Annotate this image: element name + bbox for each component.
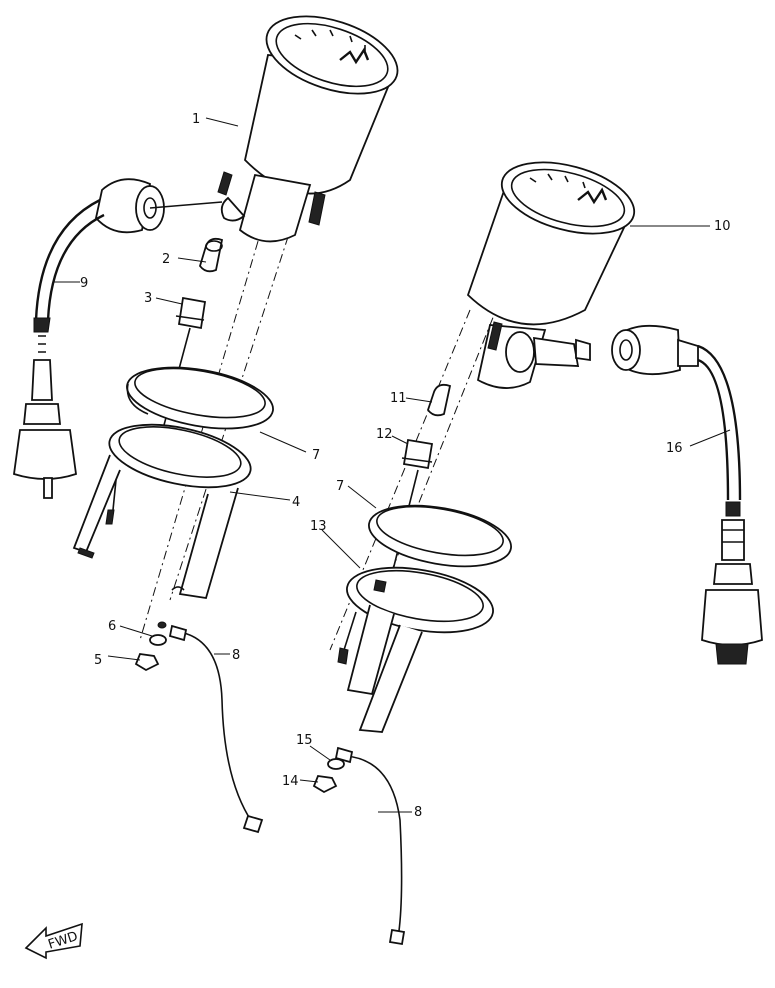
bulb-12 xyxy=(387,438,434,591)
callout-8-right: 8 xyxy=(414,805,422,820)
meter-10 xyxy=(466,161,636,389)
nut-5 xyxy=(134,653,160,672)
washer-6 xyxy=(149,621,167,646)
lead-wire-8-right xyxy=(334,746,406,946)
washer-15 xyxy=(327,758,345,770)
callout-12: 12 xyxy=(376,427,393,442)
callout-14: 14 xyxy=(282,774,299,789)
callout-7-right: 7 xyxy=(336,479,344,494)
callout-8-left: 8 xyxy=(232,648,240,663)
bracket-13 xyxy=(337,566,494,733)
socket-2 xyxy=(199,237,224,273)
callout-7-left: 7 xyxy=(312,448,320,463)
lead-wire-8-left xyxy=(168,624,264,834)
callout-5: 5 xyxy=(94,653,102,668)
callout-6: 6 xyxy=(108,619,116,634)
ring-7-right xyxy=(368,504,512,568)
callout-15: 15 xyxy=(296,733,313,748)
nut-14 xyxy=(312,775,338,794)
callout-11: 11 xyxy=(390,391,407,406)
socket-11 xyxy=(426,383,452,417)
callout-16: 16 xyxy=(666,441,683,456)
cable-9 xyxy=(13,178,223,499)
callout-3: 3 xyxy=(144,291,152,306)
callout-9: 9 xyxy=(80,276,88,291)
callout-1: 1 xyxy=(192,112,200,127)
meter-1 xyxy=(217,15,399,243)
callout-13: 13 xyxy=(310,519,327,534)
cable-16 xyxy=(611,324,763,665)
fwd-arrow: FWD xyxy=(24,922,83,960)
bracket-4 xyxy=(72,423,252,600)
callout-10: 10 xyxy=(714,219,731,234)
ring-7-left xyxy=(126,366,274,430)
callout-2: 2 xyxy=(162,252,170,267)
callout-4: 4 xyxy=(292,495,300,510)
